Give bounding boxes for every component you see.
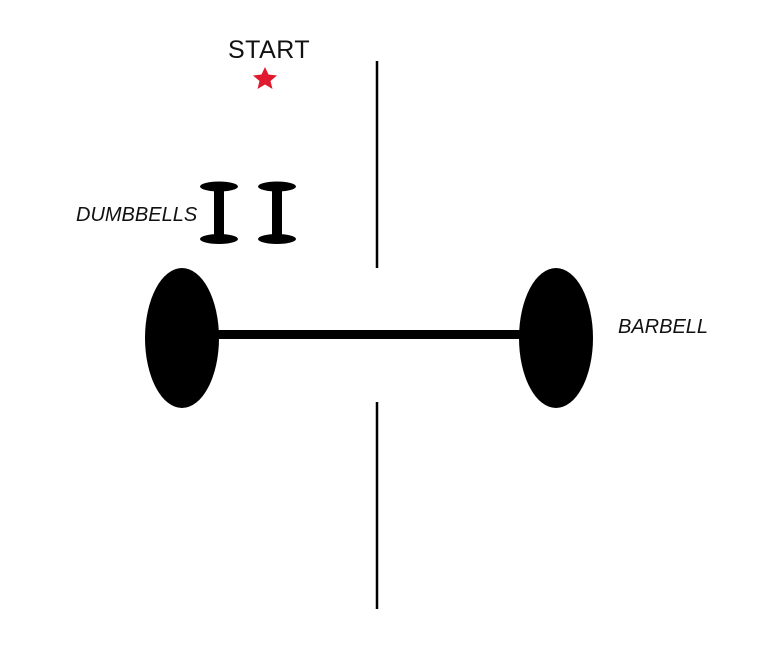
start-label: START [228, 36, 311, 64]
dumbbell-icon [200, 181, 238, 244]
dumbbells-label: DUMBBELLS [76, 204, 198, 226]
barbell-icon [145, 268, 593, 408]
dumbbell-icon [258, 181, 296, 244]
start-star-icon [253, 67, 277, 89]
barbell-label: BARBELL [618, 316, 709, 338]
